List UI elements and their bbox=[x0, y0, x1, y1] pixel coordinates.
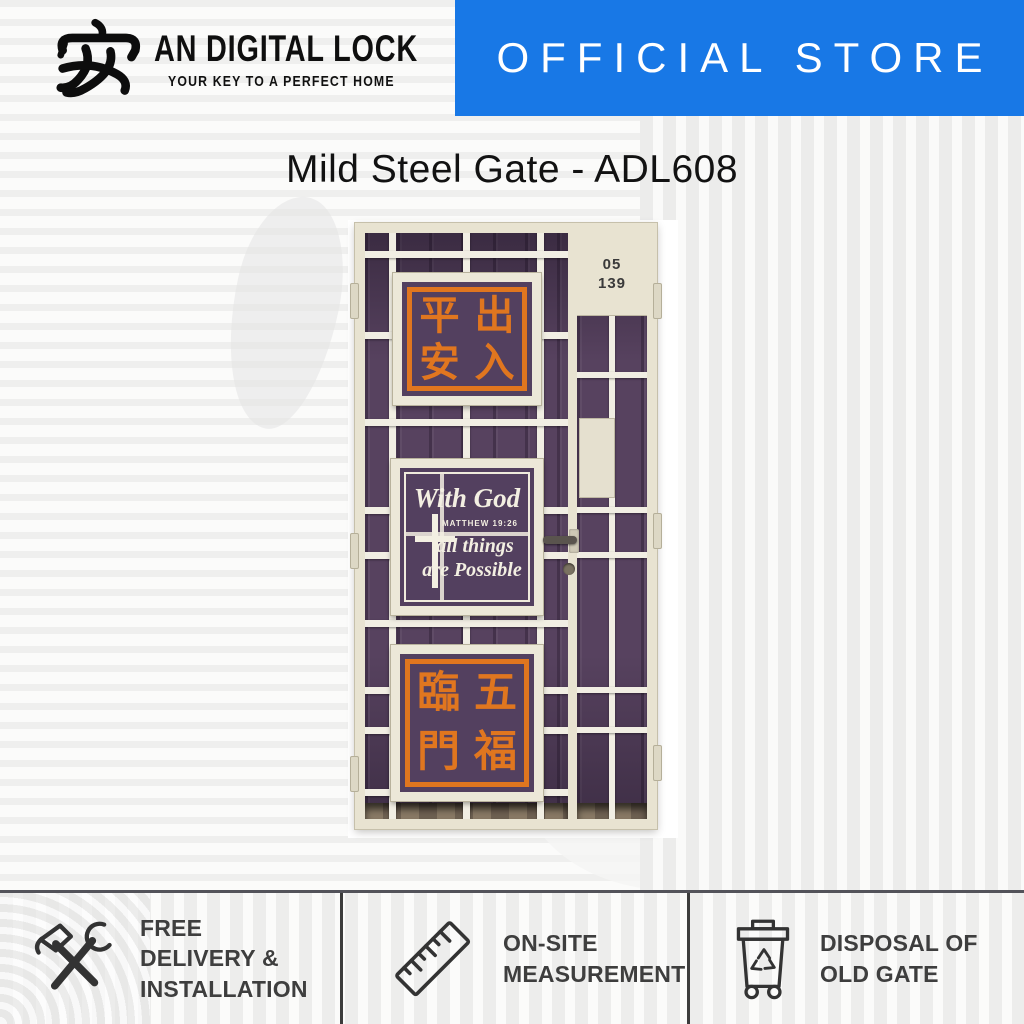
product-title: Mild Steel Gate - ADL608 bbox=[285, 148, 739, 191]
cjk-char: 平 bbox=[419, 292, 460, 339]
official-store-banner: OFFICIAL STORE bbox=[455, 0, 1024, 116]
gate-panel-churu-pingan: 平 出 安 入 bbox=[393, 273, 541, 405]
feature-onsite-measurement: ON-SITE MEASUREMENT bbox=[340, 893, 687, 1024]
cjk-char: 臨 bbox=[417, 668, 460, 718]
feature-label: ON-SITE MEASUREMENT bbox=[503, 928, 685, 989]
product-photo: 平 出 安 入 With God bbox=[348, 220, 678, 838]
recycle-bin-icon bbox=[736, 919, 790, 999]
feature-line: MEASUREMENT bbox=[503, 960, 686, 987]
hinge-icon bbox=[653, 745, 662, 781]
hinge-icon bbox=[653, 513, 662, 549]
door-handle bbox=[543, 536, 577, 544]
cjk-char: 五 bbox=[474, 668, 517, 718]
gate-grid-bar bbox=[577, 687, 647, 693]
vertical-stripes-background bbox=[640, 116, 1024, 890]
hinge-icon bbox=[350, 533, 359, 569]
gate-grid-bar bbox=[577, 552, 647, 558]
official-store-label: OFFICIAL STORE bbox=[496, 34, 994, 81]
hinge-icon bbox=[350, 283, 359, 319]
gate-main-leaf: 平 出 安 入 With God bbox=[365, 233, 577, 819]
feature-label: DISPOSAL OF OLD GATE bbox=[820, 928, 978, 989]
feature-free-delivery: FREE DELIVERY & INSTALLATION bbox=[0, 893, 340, 1024]
verse-line: are Possible bbox=[422, 559, 522, 581]
logo-text: AN DIGITAL LOCK YOUR KEY TO A PERFECT HO… bbox=[154, 28, 492, 90]
orange-character-grid: 臨 五 門 福 bbox=[405, 659, 529, 787]
hammer-wrench-icon bbox=[34, 921, 112, 990]
feature-line: DELIVERY & bbox=[140, 945, 279, 972]
feature-strip: FREE DELIVERY & INSTALLATION ON-SITE MEA… bbox=[0, 890, 1024, 1024]
gate-grid-bar bbox=[577, 372, 647, 378]
an-kanji-logo-icon bbox=[56, 18, 141, 98]
gate-grid-bar bbox=[365, 419, 568, 426]
feature-line: INSTALLATION bbox=[140, 975, 308, 1002]
gate-inner: 平 出 安 入 With God bbox=[365, 233, 647, 819]
panel-lattice-line bbox=[406, 532, 528, 536]
brand-tagline: YOUR KEY TO A PERFECT HOME bbox=[168, 73, 395, 90]
gate-sidelight: 05 139 bbox=[577, 233, 647, 819]
gate-grid-bar bbox=[365, 620, 568, 627]
brand-logo: AN DIGITAL LOCK YOUR KEY TO A PERFECT HO… bbox=[50, 16, 492, 102]
cjk-char: 出 bbox=[474, 292, 515, 339]
feature-line: DISPOSAL OF bbox=[820, 930, 978, 957]
cjk-char: 福 bbox=[474, 727, 517, 777]
cjk-char: 門 bbox=[417, 727, 460, 777]
feature-disposal-old-gate: DISPOSAL OF OLD GATE bbox=[687, 893, 1024, 1024]
brand-name: AN DIGITAL LOCK bbox=[154, 28, 418, 69]
unit-number-plate: 05 139 bbox=[577, 233, 647, 315]
verse-line: all things bbox=[436, 535, 514, 557]
feature-line: ON-SITE bbox=[503, 930, 598, 957]
verse-reference: MATTHEW 19:26 bbox=[442, 519, 518, 528]
verse-line: With God bbox=[413, 483, 521, 513]
gate-panel-verse: With God MATTHEW 19:26 all things are Po… bbox=[391, 459, 543, 615]
gate-grid-bar bbox=[365, 251, 568, 258]
verse-cutout: With God MATTHEW 19:26 all things are Po… bbox=[404, 472, 530, 602]
hinge-icon bbox=[350, 756, 359, 792]
gate-grid-bar bbox=[577, 727, 647, 733]
letterbox-cover bbox=[580, 419, 614, 497]
orange-character-grid: 平 出 安 入 bbox=[407, 287, 527, 391]
cross-icon bbox=[432, 514, 438, 588]
feature-line: OLD GATE bbox=[820, 960, 939, 987]
unit-number: 139 bbox=[597, 275, 627, 292]
hinge-icon bbox=[653, 283, 662, 319]
gate-panel-wufu-linmen: 臨 五 門 福 bbox=[391, 645, 543, 801]
gate-grid-bar bbox=[609, 315, 615, 819]
cross-icon bbox=[415, 536, 455, 542]
keyhole bbox=[563, 563, 575, 575]
ruler-icon bbox=[395, 920, 471, 996]
feature-line: FREE bbox=[140, 914, 203, 941]
cjk-char: 安 bbox=[419, 339, 460, 386]
gate-grid-bar bbox=[577, 507, 647, 513]
feature-label: FREE DELIVERY & INSTALLATION bbox=[140, 913, 308, 1004]
unit-number: 05 bbox=[602, 255, 622, 273]
steel-gate: 平 出 安 入 With God bbox=[350, 223, 662, 829]
cjk-char: 入 bbox=[474, 339, 515, 386]
